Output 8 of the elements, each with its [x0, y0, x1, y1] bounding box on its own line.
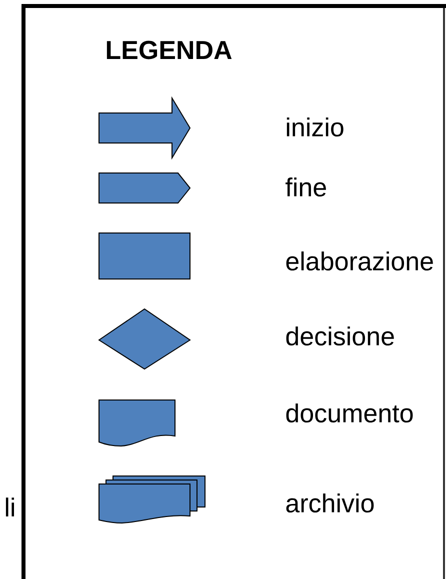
legend-label: fine [286, 177, 326, 197]
legend-title: LEGENDA [106, 40, 232, 60]
legend-label: decisione [286, 326, 394, 346]
legend-label: inizio [286, 117, 344, 137]
cut-off-text: li [6, 498, 14, 516]
legend-label: documento [286, 403, 413, 423]
legend-label: elaborazione [286, 251, 433, 271]
legend-label: archivio [286, 493, 374, 513]
